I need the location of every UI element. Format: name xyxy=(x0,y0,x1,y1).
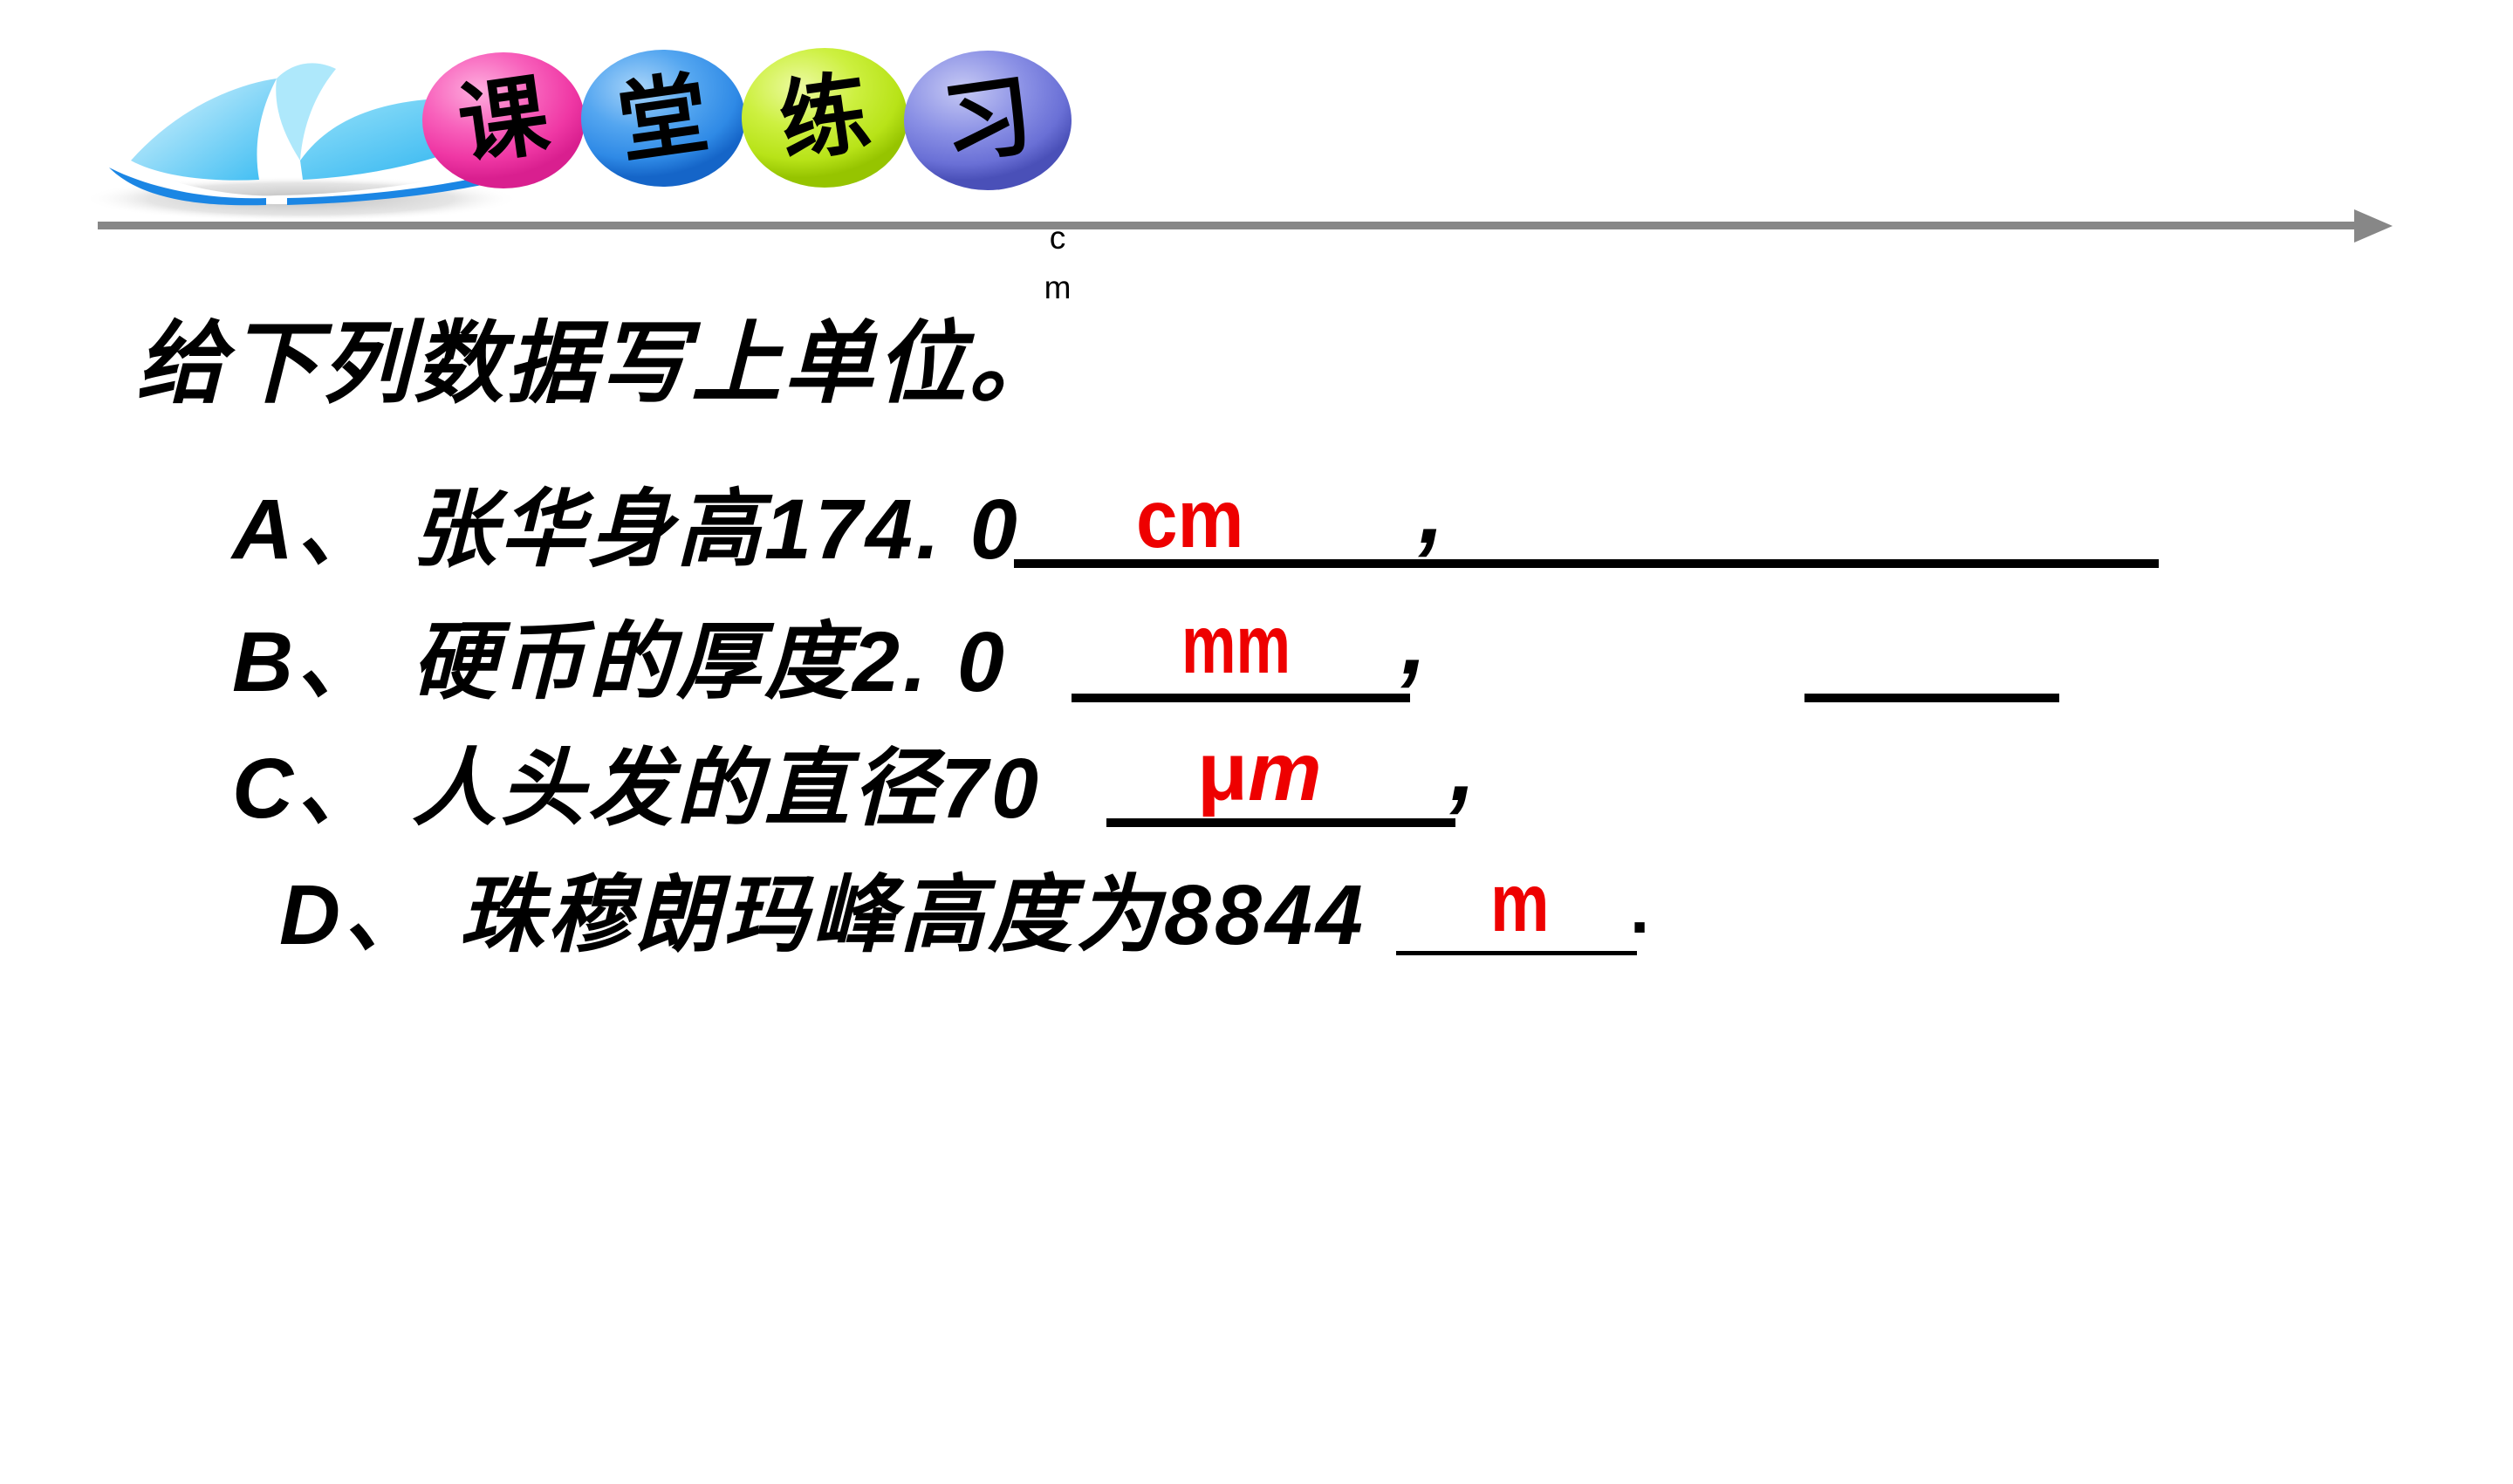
answer-unit: cm xyxy=(1136,473,1244,565)
page-title: 给下列数据写上单位。 xyxy=(136,313,1061,414)
answer-unit: mm xyxy=(1181,598,1291,691)
header-badge-4: 习 xyxy=(904,51,1072,190)
answer-unit: m xyxy=(1490,857,1550,949)
punct-b: , xyxy=(1401,592,1428,694)
divider-line xyxy=(98,222,2358,229)
badge-label: 练 xyxy=(773,62,876,174)
unit-note-line: m xyxy=(1044,270,1072,305)
unit-note-cm: c m xyxy=(1037,213,1078,312)
answer-unit: m xyxy=(1248,726,1322,818)
exercise-item-d: D、 珠穆朗玛峰高度为8844 xyxy=(279,867,1366,962)
answer-text-c: μm xyxy=(1197,731,1322,814)
exercise-item-c: C、 人头发的直径70 xyxy=(232,741,1042,836)
arrow-right-icon xyxy=(2354,209,2393,243)
punct-d: . xyxy=(1630,870,1650,947)
badge-label: 堂 xyxy=(612,62,715,174)
answer-unit: μ xyxy=(1197,726,1249,818)
exercise-item-b: B、 硬币的厚度2. 0 xyxy=(232,614,1008,709)
punct-c: , xyxy=(1450,718,1476,820)
answer-text-d: m xyxy=(1490,862,1550,945)
header-badge-1: 课 xyxy=(422,52,585,188)
answer-blank-b xyxy=(1072,694,1410,702)
unit-note-line: c xyxy=(1049,220,1066,256)
answer-blank-c xyxy=(1106,818,1455,827)
answer-blank-b2 xyxy=(1804,694,2059,702)
badge-label: 习 xyxy=(936,65,1039,176)
exercise-item-a: A、 张华身高174. 0 xyxy=(232,482,1021,577)
punct-a: , xyxy=(1419,461,1445,563)
header-badge-2: 堂 xyxy=(581,50,745,187)
answer-text-a: cm xyxy=(1136,478,1244,561)
badge-label: 课 xyxy=(452,65,555,176)
answer-text-b: mm xyxy=(1181,604,1291,687)
answer-blank-d xyxy=(1396,951,1637,955)
header-badge-3: 练 xyxy=(742,48,907,188)
answer-blank-a xyxy=(1014,559,2159,568)
